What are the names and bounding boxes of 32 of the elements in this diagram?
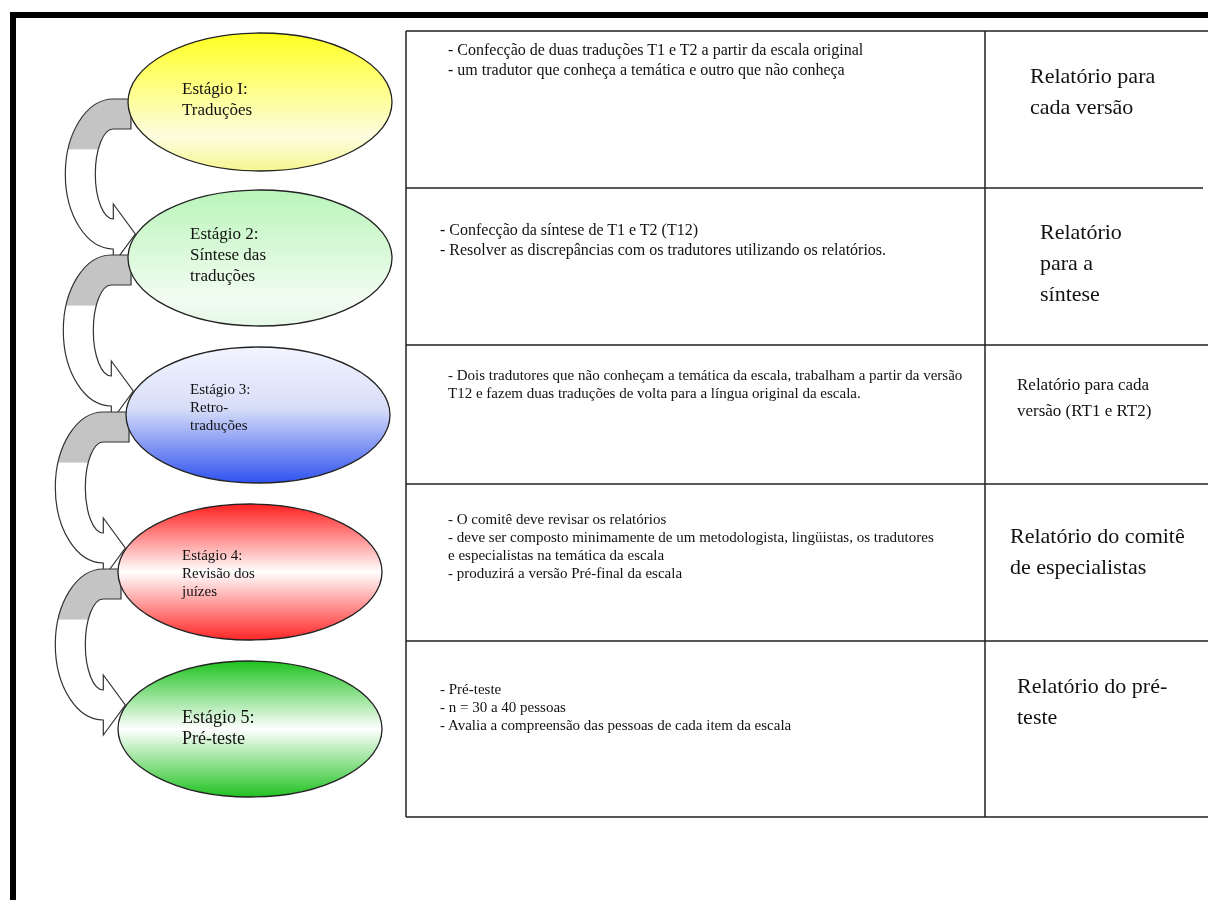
report-text: Relatório para cada versão (RT1 e RT2) bbox=[1017, 374, 1153, 422]
step-description: - Dois tradutores que não conheçam a temática da escala, trabalham a partir da versão T12 e fazem duas traduções de volta para a língua original da escala. bbox=[448, 366, 964, 402]
report-text: Relatório para a síntese bbox=[1040, 218, 1123, 308]
step-description: - Pré-teste bbox=[440, 680, 503, 698]
stage-label: Estágio 5: bbox=[182, 707, 256, 728]
stage-ellipse bbox=[127, 189, 393, 327]
stage-label: Retro-traduções bbox=[190, 398, 249, 434]
stage-label: Traduções bbox=[182, 99, 254, 120]
stage-label: Estágio I: bbox=[182, 78, 249, 99]
stage-ellipse bbox=[125, 346, 391, 484]
step-description: - Confecção de duas traduções T1 e T2 a partir da escala original bbox=[448, 40, 865, 60]
report-text: Relatório para cada versão bbox=[1030, 62, 1157, 121]
report-text: Relatório do pré-teste bbox=[1017, 672, 1169, 731]
stage-label: Estágio 4: bbox=[182, 546, 244, 564]
stage-label: Revisão dos juízes bbox=[182, 564, 256, 600]
step-description: - produzirá a versão Pré-final da escala bbox=[448, 564, 684, 582]
stage-label: Estágio 2: bbox=[190, 223, 260, 244]
step-description: - n = 30 a 40 pessoas bbox=[440, 698, 567, 716]
stage-label: Pré-teste bbox=[182, 728, 246, 749]
step-description: - um tradutor que conheça a temática e outro que não conheça bbox=[448, 60, 846, 80]
stage-label: Estágio 3: bbox=[190, 380, 252, 398]
step-description: - Avalia a compreensão das pessoas de cada item da escala bbox=[440, 716, 793, 734]
stage-label: Síntese das traduções bbox=[190, 244, 268, 286]
report-text: Relatório do comitê de especialistas bbox=[1010, 522, 1186, 581]
stage-ellipse bbox=[127, 32, 393, 172]
step-description: - deve ser composto minimamente de um metodologista, lingüistas, os tradutores e especialistas na temática da escala bbox=[448, 528, 935, 564]
step-description: - Confecção da síntese de T1 e T2 (T12) bbox=[440, 220, 699, 240]
step-description: - O comitê deve revisar os relatórios bbox=[448, 510, 668, 528]
stage-ellipse bbox=[117, 503, 383, 641]
step-description: - Resolver as discrepâncias com os tradutores utilizando os relatórios. bbox=[440, 240, 888, 260]
curved-arrow bbox=[54, 568, 126, 736]
stage-ellipse bbox=[117, 660, 383, 798]
